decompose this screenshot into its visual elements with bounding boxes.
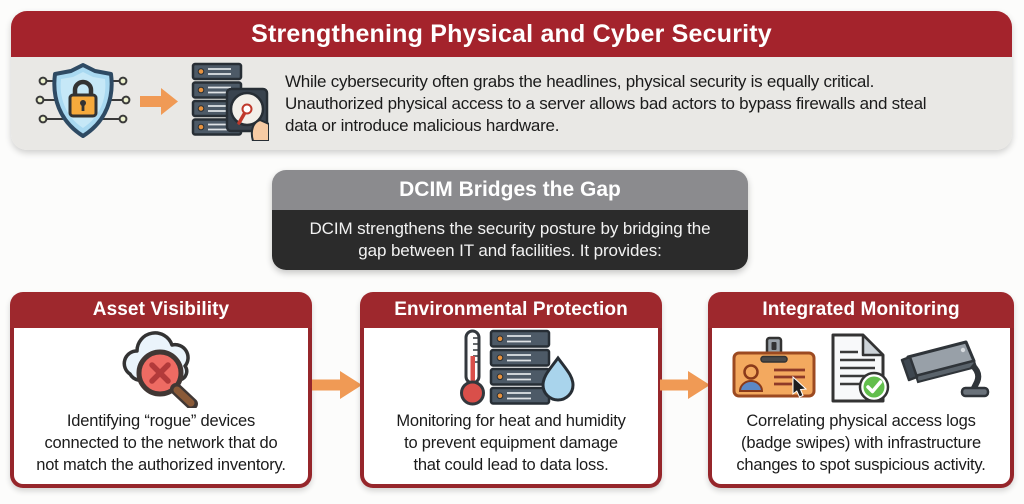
hero-description-line: Unauthorized physical access to a server… <box>285 93 927 113</box>
hero-panel: Strengthening Physical and Cyber Securit… <box>11 11 1012 150</box>
card-text-line: that could lead to data loss. <box>413 456 609 474</box>
card-body: Correlating physical access logs (badge … <box>708 328 1014 488</box>
thermometer-server-droplet-icon <box>445 328 577 413</box>
bridge-description-line: gap between IT and facilities. It provid… <box>358 241 662 260</box>
document-check-icon <box>827 332 891 409</box>
bridge-header: DCIM Bridges the Gap <box>272 170 748 210</box>
bridge-description-line: DCIM strengthens the security posture by… <box>309 219 711 238</box>
card-text-line: connected to the network that do <box>44 434 278 452</box>
shield-lock-icon <box>35 61 131 146</box>
environmental-protection-card: Environmental Protection <box>360 292 662 488</box>
card-text-line: Correlating physical access logs <box>746 412 976 430</box>
card-text-line: Monitoring for heat and humidity <box>396 412 626 430</box>
card-body: Monitoring for heat and humidity to prev… <box>360 328 662 488</box>
card-title: Environmental Protection <box>394 299 628 320</box>
card-text-line: to prevent equipment damage <box>404 434 618 452</box>
cctv-camera-icon <box>900 337 992 404</box>
bridge-panel: DCIM Bridges the Gap DCIM strengthens th… <box>272 170 748 270</box>
arrow-right-icon <box>140 87 178 120</box>
hero-icons <box>11 61 270 146</box>
asset-visibility-card: Asset Visibility Identifying <box>10 292 312 488</box>
card-header: Integrated Monitoring <box>708 292 1014 328</box>
flow-arrow-icon <box>312 371 362 404</box>
card-header: Asset Visibility <box>10 292 312 328</box>
card-text: Correlating physical access logs (badge … <box>736 410 985 476</box>
hero-description-line: While cybersecurity often grabs the head… <box>285 71 875 91</box>
hero-header: Strengthening Physical and Cyber Securit… <box>11 11 1012 57</box>
card-icons <box>445 328 577 413</box>
card-title: Asset Visibility <box>92 299 230 320</box>
card-body: Identifying “rogue” devices connected to… <box>10 328 312 488</box>
card-icons <box>114 330 208 410</box>
card-text: Identifying “rogue” devices connected to… <box>36 410 286 476</box>
id-badge-icon <box>730 336 818 405</box>
hero-body: While cybersecurity often grabs the head… <box>11 57 1012 150</box>
card-text-line: changes to spot suspicious activity. <box>736 456 986 474</box>
page-title: Strengthening Physical and Cyber Securit… <box>251 19 772 48</box>
cloud-search-icon <box>114 328 208 413</box>
integrated-monitoring-card: Integrated Monitoring <box>708 292 1014 488</box>
card-text: Monitoring for heat and humidity to prev… <box>396 410 626 476</box>
bridge-description: DCIM strengthens the security posture by… <box>272 210 748 270</box>
card-text-line: Identifying “rogue” devices <box>66 412 256 430</box>
card-text-line: (badge swipes) with infrastructure <box>741 434 981 452</box>
server-disk-icon <box>187 61 270 146</box>
bridge-title: DCIM Bridges the Gap <box>399 178 621 201</box>
card-icons <box>730 330 992 410</box>
card-text-line: not match the authorized inventory. <box>36 456 286 474</box>
card-title: Integrated Monitoring <box>762 299 960 320</box>
hero-description: While cybersecurity often grabs the head… <box>285 71 927 137</box>
hero-description-line: data or introduce malicious hardware. <box>285 115 560 135</box>
card-header: Environmental Protection <box>360 292 662 328</box>
flow-arrow-icon <box>660 371 710 404</box>
